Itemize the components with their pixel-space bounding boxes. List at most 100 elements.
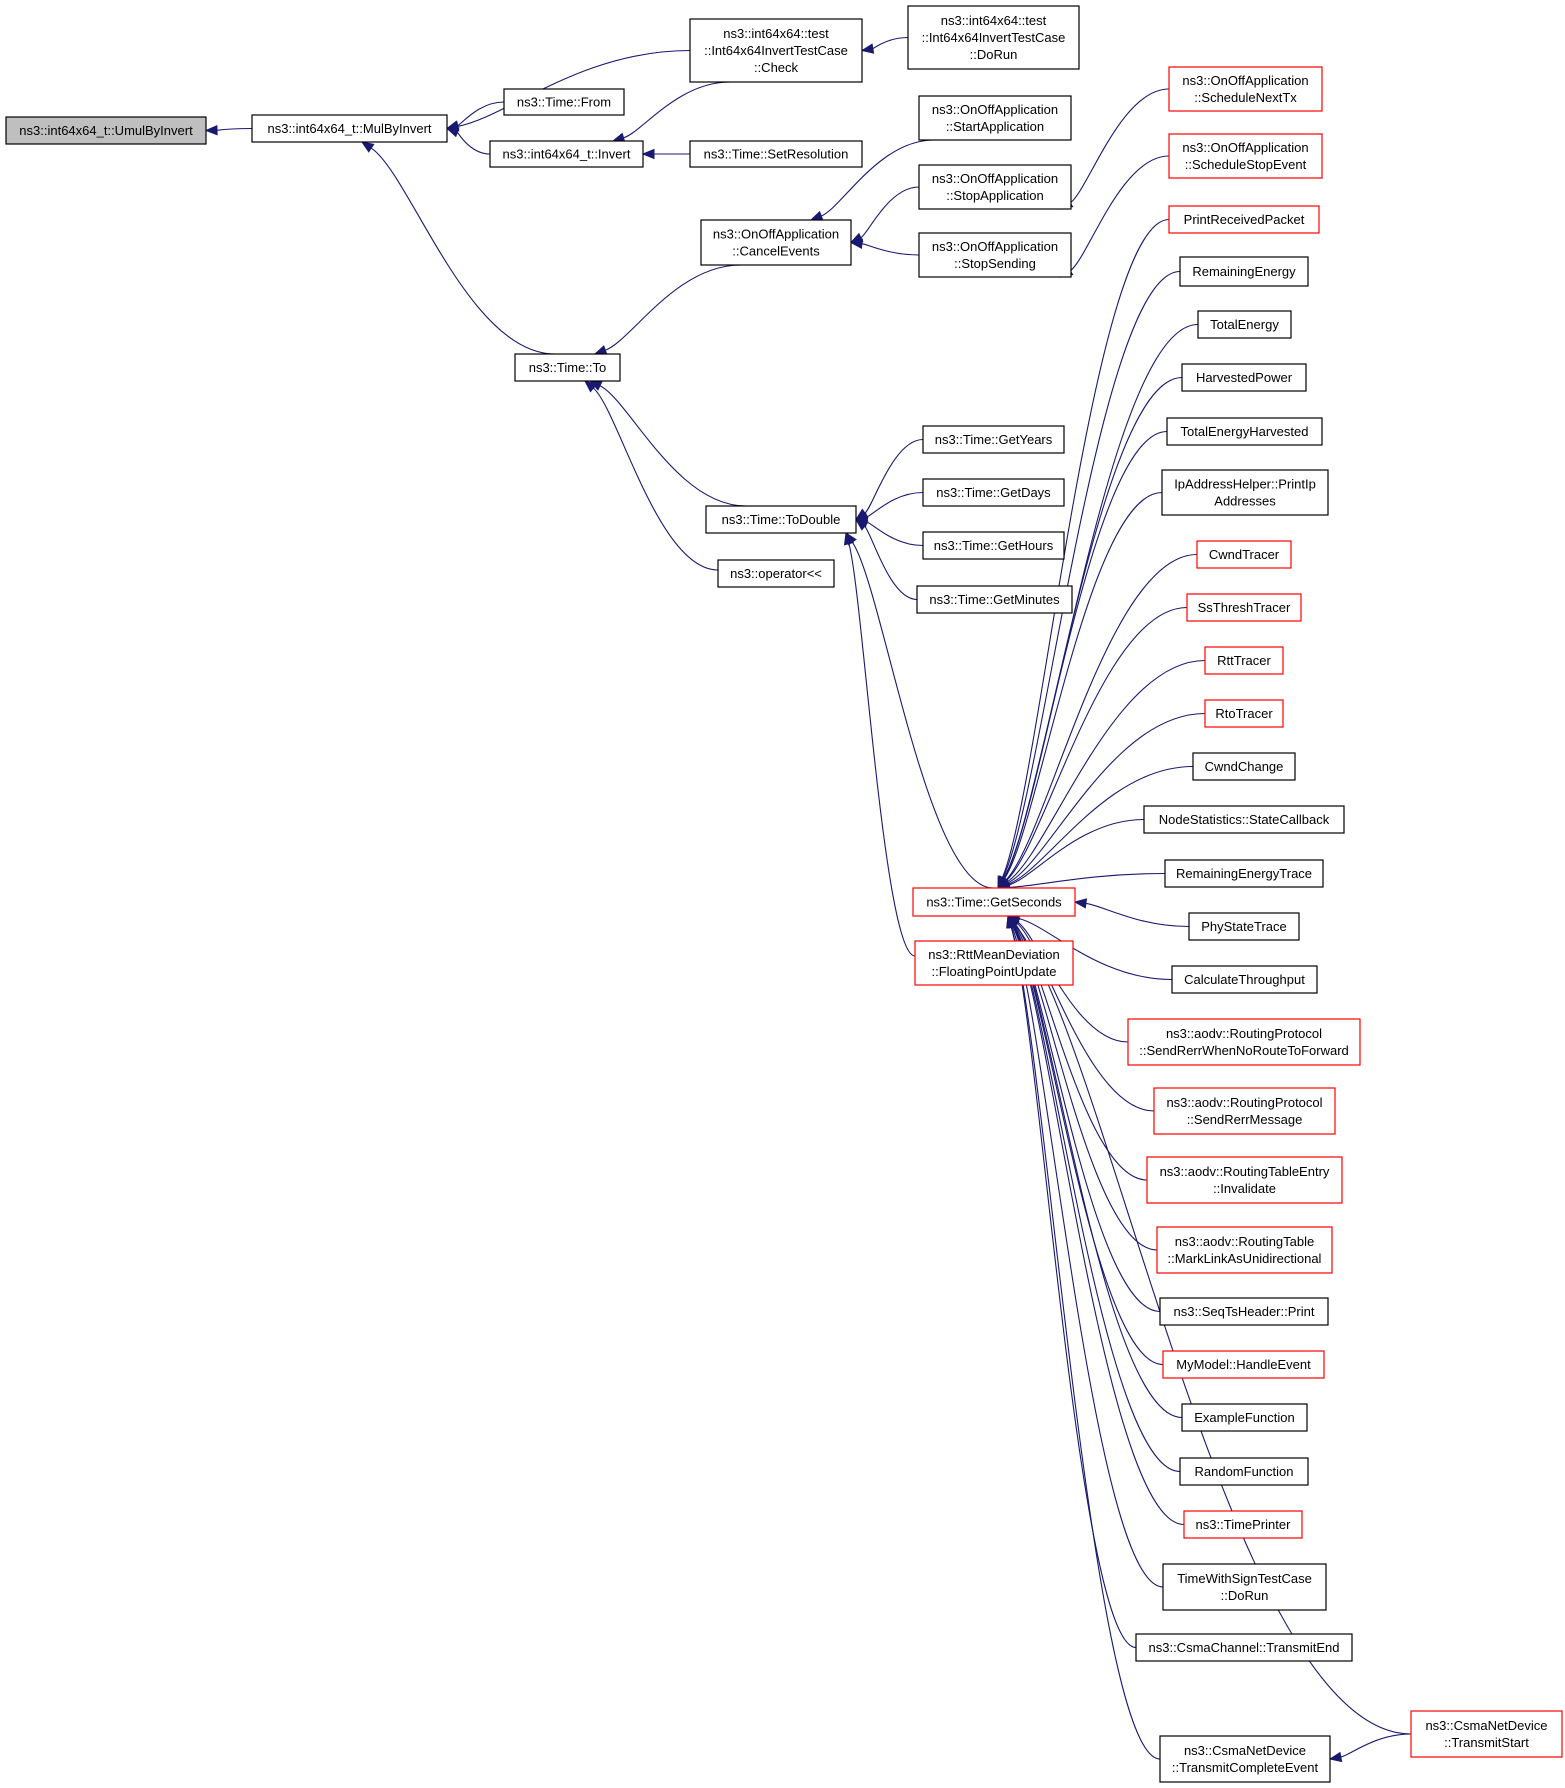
edge-line (1069, 155, 1170, 272)
edge-gethours-to-todouble (854, 516, 924, 547)
node-randomfn[interactable]: RandomFunction (1179, 1457, 1309, 1486)
node-aodvinval[interactable]: ns3::aodv::RoutingTableEntry::Invalidate (1146, 1156, 1343, 1204)
node-aodvrerr[interactable]: ns3::aodv::RoutingProtocol::SendRerrMess… (1153, 1087, 1336, 1135)
node-phystate[interactable]: PhyStateTrace (1188, 912, 1300, 941)
edge-arrowhead (204, 124, 218, 136)
node-calcthr[interactable]: CalculateThroughput (1171, 965, 1318, 994)
node-box (1188, 912, 1300, 941)
node-todouble[interactable]: ns3::Time::ToDouble (705, 505, 857, 534)
node-opshift[interactable]: ns3::operator<< (717, 559, 835, 588)
node-check[interactable]: ns3::int64x64::test::Int64x64InvertTestC… (689, 18, 863, 83)
node-csmastart[interactable]: ns3::CsmaNetDevice::TransmitStart (1410, 1710, 1563, 1758)
edge-line (216, 127, 253, 131)
node-box (922, 478, 1065, 507)
node-label: TimeWithSignTestCase (1177, 1571, 1312, 1586)
edge-line (1010, 926, 1137, 1649)
node-label: ::Invalidate (1213, 1181, 1276, 1196)
node-ssthresh[interactable]: SsThreshTracer (1186, 593, 1302, 622)
node-getyears[interactable]: ns3::Time::GetYears (922, 425, 1065, 454)
node-cwndtracer[interactable]: CwndTracer (1196, 540, 1292, 569)
node-label: ns3::CsmaNetDevice (1425, 1718, 1547, 1733)
edge-todouble-to-to (588, 380, 747, 507)
node-label: ns3::aodv::RoutingProtocol (1166, 1095, 1322, 1110)
node-label: ns3::Time::GetSeconds (926, 895, 1062, 910)
node-csmacomplete[interactable]: ns3::CsmaNetDevice::TransmitCompleteEven… (1159, 1735, 1331, 1783)
edge-line (457, 49, 691, 127)
edge-line (1010, 926, 1161, 1760)
node-cwndchange[interactable]: CwndChange (1192, 752, 1296, 781)
node-totharv[interactable]: TotalEnergyHarvested (1166, 417, 1323, 446)
edge-schednext-to-stopapp (1059, 88, 1170, 210)
edge-line (1008, 872, 1166, 888)
node-printrecv[interactable]: PrintReceivedPacket (1168, 205, 1320, 234)
node-label: RemainingEnergy (1192, 264, 1296, 279)
edge-dorun-to-check (860, 36, 909, 54)
node-nodestats[interactable]: NodeStatistics::StateCallback (1143, 805, 1345, 834)
node-box (1186, 593, 1302, 622)
edge-arrowhead (360, 141, 375, 153)
node-umul[interactable]: ns3::int64x64_t::UmulByInvert (5, 116, 207, 145)
node-cancel[interactable]: ns3::OnOffApplication::CancelEvents (700, 219, 852, 266)
node-harvpower[interactable]: HarvestedPower (1181, 363, 1307, 392)
node-rttmean[interactable]: ns3::RttMeanDeviation::FloatingPointUpda… (914, 940, 1074, 986)
node-dorun[interactable]: ns3::int64x64::test::Int64x64InvertTestC… (907, 5, 1080, 70)
node-stopapp[interactable]: ns3::OnOffApplication::StopApplication (918, 164, 1072, 210)
node-invert[interactable]: ns3::int64x64_t::Invert (489, 140, 644, 168)
node-getdays[interactable]: ns3::Time::GetDays (922, 478, 1065, 507)
node-seqts[interactable]: ns3::SeqTsHeader::Print (1159, 1297, 1329, 1326)
node-remenergytrace[interactable]: RemainingEnergyTrace (1164, 859, 1324, 888)
node-getminutes[interactable]: ns3::Time::GetMinutes (916, 585, 1073, 614)
node-getseconds[interactable]: ns3::Time::GetSeconds (912, 887, 1076, 917)
node-totalenergy[interactable]: TotalEnergy (1197, 310, 1292, 339)
node-box (503, 88, 625, 116)
node-box (1168, 133, 1323, 179)
node-label: ::Int64x64InvertTestCase (922, 30, 1066, 45)
node-box (1171, 965, 1318, 994)
node-label: CwndTracer (1209, 547, 1280, 562)
node-schednext[interactable]: ns3::OnOffApplication::ScheduleNextTx (1168, 66, 1323, 112)
node-box (1135, 1633, 1353, 1662)
node-csmaend[interactable]: ns3::CsmaChannel::TransmitEnd (1135, 1633, 1353, 1662)
node-timeprinter[interactable]: ns3::TimePrinter (1183, 1510, 1303, 1539)
edge-opshift-to-to (583, 380, 719, 571)
node-schedstop[interactable]: ns3::OnOffApplication::ScheduleStopEvent (1168, 133, 1323, 179)
edge-rttmean-to-todouble (843, 531, 916, 957)
edge-invert-to-mulbyinvert (445, 127, 491, 155)
node-label: SsThreshTracer (1198, 600, 1291, 615)
edge-line (866, 521, 924, 547)
node-examplefn[interactable]: ExampleFunction (1181, 1403, 1308, 1432)
edge-line (1005, 606, 1188, 882)
edge-line (1003, 491, 1163, 880)
node-box (1179, 1457, 1309, 1486)
node-label: ns3::CsmaNetDevice (1184, 1743, 1306, 1758)
node-timewithsign[interactable]: TimeWithSignTestCase::DoRun (1162, 1563, 1327, 1611)
edge-arrowhead (593, 345, 608, 355)
node-rtotracer[interactable]: RtoTracer (1204, 699, 1284, 728)
node-box (907, 5, 1080, 70)
node-gethours[interactable]: ns3::Time::GetHours (922, 531, 1065, 560)
node-label: ns3::Time::SetResolution (704, 147, 849, 162)
node-aodvmark[interactable]: ns3::aodv::RoutingTable::MarkLinkAsUnidi… (1156, 1226, 1333, 1274)
edge-line (864, 525, 918, 601)
node-label: ::StopSending (954, 256, 1036, 271)
node-aodvsend[interactable]: ns3::aodv::RoutingProtocol::SendRerrWhen… (1127, 1018, 1361, 1066)
node-from[interactable]: ns3::Time::From (503, 88, 625, 116)
node-stopsending[interactable]: ns3::OnOffApplication::StopSending (918, 232, 1072, 278)
node-remenergy[interactable]: RemainingEnergy (1179, 256, 1309, 287)
edge-line (1340, 1733, 1412, 1758)
node-to[interactable]: ns3::Time::To (514, 353, 621, 382)
node-rtttracer[interactable]: RttTracer (1204, 646, 1284, 675)
edge-to-to-mulbyinvert (360, 141, 556, 355)
edge-line (860, 186, 920, 239)
node-box (1196, 540, 1292, 569)
edge-arrowhead (849, 238, 864, 249)
node-box (1162, 1563, 1327, 1611)
node-startapp[interactable]: ns3::OnOffApplication::StartApplication (918, 95, 1072, 141)
node-box (1197, 310, 1292, 339)
node-mymodel[interactable]: MyModel::HandleEvent (1162, 1350, 1325, 1379)
node-box (717, 559, 835, 588)
node-setres[interactable]: ns3::Time::SetResolution (689, 140, 863, 168)
node-mulbyinvert[interactable]: ns3::int64x64_t::MulByInvert (251, 114, 448, 143)
node-label: ns3::Time::ToDouble (722, 512, 841, 527)
